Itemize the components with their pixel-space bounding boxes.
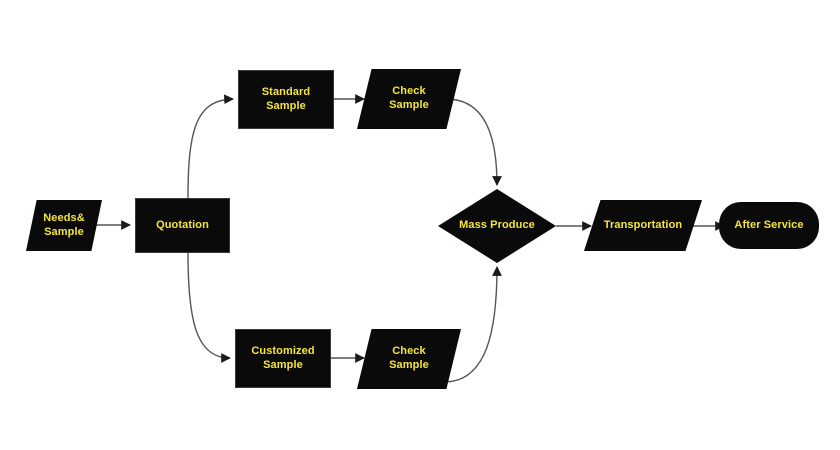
node-transportation-label: Transportation — [603, 218, 683, 231]
edge-check-top-to-mass-produce — [445, 98, 502, 186]
node-check-sample-customized[interactable]: Check Sample — [357, 329, 461, 389]
node-mass-produce[interactable]: Mass Produce — [438, 189, 556, 263]
node-check-sample-standard[interactable]: Check Sample — [357, 69, 461, 129]
node-check-sample-customized-label: Check Sample — [389, 345, 429, 371]
node-customized-sample[interactable]: Customized Sample — [235, 329, 331, 388]
node-transportation[interactable]: Transportation — [584, 200, 702, 251]
node-standard-sample[interactable]: Standard Sample — [238, 70, 334, 129]
node-after-service-label: After Service — [734, 218, 804, 231]
edge-quotation-to-standard — [187, 94, 234, 199]
edge-quotation-to-customized — [187, 252, 231, 363]
node-quotation-label: Quotation — [156, 218, 209, 231]
node-quotation[interactable]: Quotation — [135, 198, 230, 253]
node-after-service[interactable]: After Service — [719, 202, 819, 249]
node-check-sample-standard-label: Check Sample — [389, 85, 429, 111]
node-needs-sample[interactable]: Needs& Sample — [26, 200, 102, 251]
node-customized-sample-label: Customized Sample — [251, 344, 315, 371]
node-needs-sample-label: Needs& Sample — [43, 211, 85, 238]
node-mass-produce-label: Mass Produce — [459, 219, 535, 232]
node-standard-sample-label: Standard Sample — [261, 85, 311, 112]
